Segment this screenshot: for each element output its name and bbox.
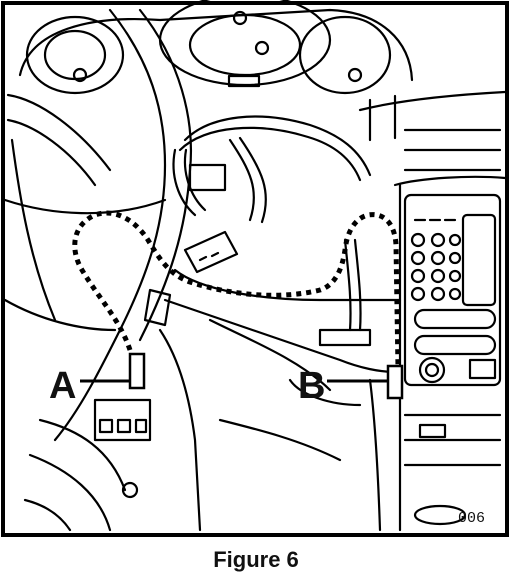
center-console (358, 90, 507, 532)
callout-a-marker (128, 352, 146, 390)
routing-path-a (72, 210, 401, 369)
callout-b-marker (386, 364, 404, 400)
part-code: 006 (458, 510, 485, 527)
lower-dash-panel (208, 318, 382, 532)
figure-caption: Figure 6 (213, 547, 299, 572)
callout-b-label: B (298, 365, 325, 407)
figure-illustration: A B 006 (1, 0, 509, 537)
figure-border (1, 1, 509, 537)
callout-a: A (49, 352, 146, 407)
callout-a-label: A (49, 365, 76, 407)
callout-b: B (298, 364, 404, 407)
routing-dotted-lines (72, 210, 401, 369)
steering-column (23, 288, 202, 532)
